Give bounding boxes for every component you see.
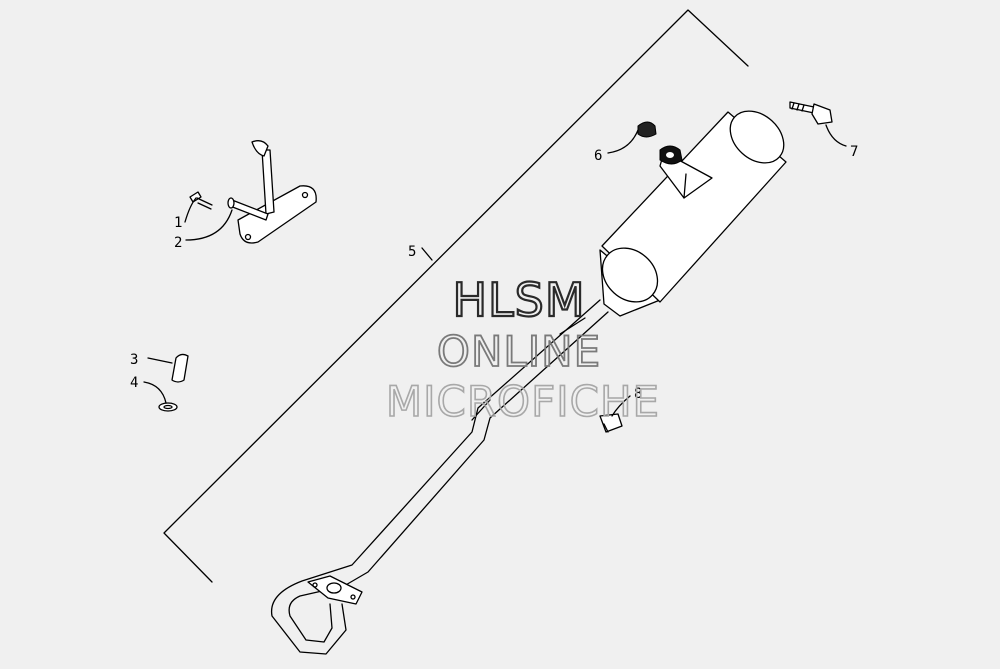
watermark-line-1: HLSM	[452, 273, 585, 327]
watermark-line-2: ONLINE	[437, 327, 601, 376]
leader-1	[184, 197, 197, 223]
part-7-flange-bolt	[789, 101, 833, 125]
part-5-muffler-exhaust	[270, 110, 787, 655]
callout-7: 7	[850, 144, 858, 160]
leader-6	[607, 129, 639, 154]
assembly-bracket	[163, 9, 749, 583]
leader-7	[825, 124, 847, 147]
part-6-grommet-nut	[637, 121, 683, 165]
part-1-bolt	[189, 191, 213, 210]
leader-3	[147, 357, 173, 364]
leader-4	[143, 381, 167, 404]
callout-5: 5	[408, 244, 416, 260]
callout-3: 3	[130, 352, 138, 368]
callout-8: 8	[634, 386, 642, 402]
leader-2	[185, 209, 233, 241]
part-2-footrest-bracket	[227, 140, 317, 244]
leader-5	[421, 247, 433, 261]
callout-4: 4	[130, 375, 138, 391]
part-8-bolt	[599, 413, 623, 433]
part-4-washer	[158, 402, 178, 412]
leader-8	[611, 395, 631, 417]
watermark-line-3: MICROFICHE	[386, 377, 660, 426]
callout-2: 2	[174, 235, 182, 251]
callout-6: 6	[594, 148, 602, 164]
part-3-pin	[171, 353, 189, 383]
callout-1: 1	[174, 215, 182, 231]
